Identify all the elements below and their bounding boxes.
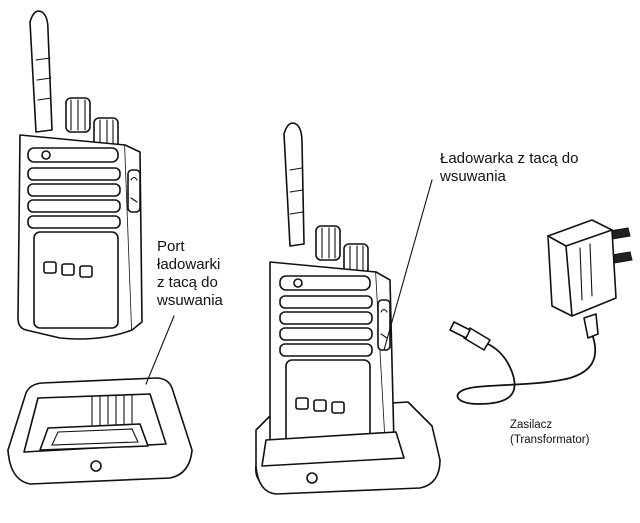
leader-line-charger [383,179,433,351]
label-charger: Ładowarka z tacą do wsuwania [440,150,579,185]
leader-line-port [145,315,175,385]
antenna [283,122,305,247]
knob [315,225,341,261]
charging-tray-icon [7,377,193,485]
two-way-radio-icon [17,10,143,340]
label-port: Port ładowarki z tacą do wsuwania [157,238,223,309]
antenna [29,10,53,133]
power-adapter-icon [449,219,633,405]
label-power-supply: Zasilacz (Transformator) [510,419,590,446]
two-way-radio-icon [255,122,441,495]
cable [456,336,597,405]
